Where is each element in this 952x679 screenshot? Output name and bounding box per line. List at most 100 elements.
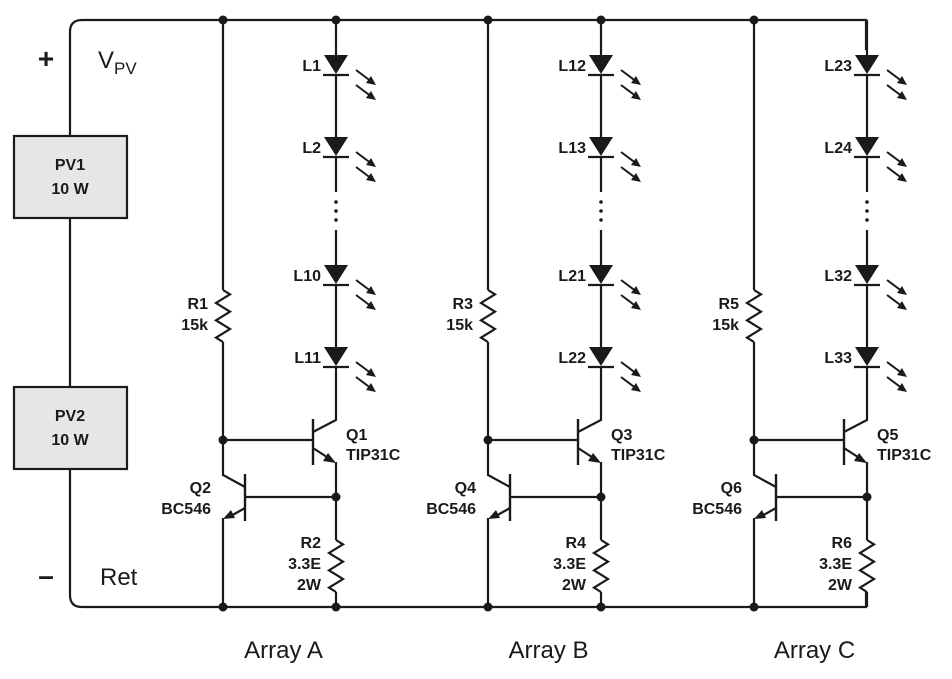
ellipsis-dot [599, 218, 603, 222]
led-icon [854, 137, 907, 182]
led-icon [854, 55, 907, 100]
pv1-rating: 10 W [51, 181, 89, 198]
ellipsis-dot [865, 218, 869, 222]
power-transistor-ref: Q5 [877, 427, 898, 444]
junction-dot [331, 602, 341, 612]
junction-dot [596, 15, 606, 25]
sense-transistor-part: BC546 [692, 501, 742, 518]
sense-transistor-part: BC546 [426, 501, 476, 518]
led-label: L23 [824, 58, 852, 75]
array-label: Array C [774, 637, 855, 664]
resistor-icon [591, 539, 611, 593]
led-label: L1 [302, 58, 321, 75]
sense-resistor-value: 3.3E [819, 556, 852, 573]
npn-transistor-icon [576, 419, 601, 465]
led-icon [588, 265, 641, 310]
led-label: L11 [294, 350, 321, 367]
led-label: L22 [558, 350, 586, 367]
bias-resistor-value: 15k [181, 317, 208, 334]
sense-transistor-part: BC546 [161, 501, 211, 518]
resistor-icon [478, 289, 498, 343]
vpv-label: VPV [98, 47, 137, 78]
led-label: L21 [558, 268, 586, 285]
ellipsis-dot [599, 200, 603, 204]
array-c: L23L24L32L33R515kQ5TIP31CQ6BC546R63.3E2W… [692, 15, 932, 664]
power-transistor-ref: Q3 [611, 427, 632, 444]
sense-resistor-ref: R2 [301, 535, 322, 552]
junction-dot [331, 15, 341, 25]
led-label: L33 [824, 350, 852, 367]
return-rail [68, 469, 868, 609]
junction-dot [483, 15, 493, 25]
led-icon [323, 265, 376, 310]
junction-dot [218, 602, 228, 612]
led-icon [323, 55, 376, 100]
sense-transistor-ref: Q2 [190, 480, 211, 497]
pv1-name: PV1 [55, 157, 85, 174]
power-transistor-ref: Q1 [346, 427, 367, 444]
array-label: Array A [244, 637, 323, 664]
plus-sign: + [38, 43, 54, 74]
sense-collector-wire [486, 440, 511, 488]
ret-label: Ret [100, 564, 138, 591]
minus-sign: – [38, 560, 54, 591]
pv1-panel: PV1 10 W [12, 134, 129, 220]
pv2-panel: PV2 10 W [12, 385, 129, 471]
ellipsis-dot [334, 209, 338, 213]
collector-wire [843, 367, 869, 433]
power-transistor-part: TIP31C [611, 447, 666, 464]
ellipsis-dot [865, 209, 869, 213]
sense-resistor-ref: R6 [832, 535, 853, 552]
pv2-rating: 10 W [51, 432, 89, 449]
pv2-name: PV2 [55, 408, 85, 425]
led-icon [588, 55, 641, 100]
sense-resistor-value: 3.3E [553, 556, 586, 573]
positive-rail [68, 18, 868, 136]
npn-transistor-icon [842, 419, 867, 465]
ellipsis-dot [599, 209, 603, 213]
vpv-subscript: PV [114, 59, 137, 78]
led-label: L24 [824, 140, 852, 157]
resistor-icon [744, 289, 764, 343]
junction-dot [749, 602, 759, 612]
collector-wire [577, 367, 603, 433]
resistor-icon [213, 289, 233, 343]
sense-collector-wire [221, 440, 246, 488]
junction-dot [218, 15, 228, 25]
bias-resistor-ref: R5 [719, 296, 740, 313]
led-icon [323, 137, 376, 182]
led-icon [854, 347, 907, 392]
led-label: L2 [302, 140, 321, 157]
sense-resistor-ref: R4 [566, 535, 587, 552]
led-icon [588, 137, 641, 182]
junction-dot [749, 15, 759, 25]
junction-dot [596, 602, 606, 612]
led-icon [588, 347, 641, 392]
led-label: L32 [824, 268, 852, 285]
led-label: L12 [558, 58, 586, 75]
sense-resistor-power: 2W [828, 577, 853, 594]
sense-transistor-ref: Q4 [455, 480, 476, 497]
resistor-icon [326, 539, 346, 593]
led-label: L10 [293, 268, 321, 285]
sense-resistor-power: 2W [562, 577, 587, 594]
ellipsis-dot [865, 200, 869, 204]
sense-resistor-power: 2W [297, 577, 322, 594]
sense-resistor-value: 3.3E [288, 556, 321, 573]
sense-collector-wire [752, 440, 777, 488]
array-label: Array B [508, 637, 588, 664]
bias-resistor-ref: R1 [188, 296, 209, 313]
bias-resistor-value: 15k [446, 317, 473, 334]
led-label: L13 [558, 140, 586, 157]
bias-resistor-value: 15k [712, 317, 739, 334]
led-icon [854, 265, 907, 310]
collector-wire [312, 367, 338, 433]
bias-resistor-ref: R3 [453, 296, 474, 313]
power-transistor-part: TIP31C [346, 447, 401, 464]
resistor-icon [857, 539, 877, 593]
npn-transistor-icon [311, 419, 336, 465]
ellipsis-dot [334, 200, 338, 204]
